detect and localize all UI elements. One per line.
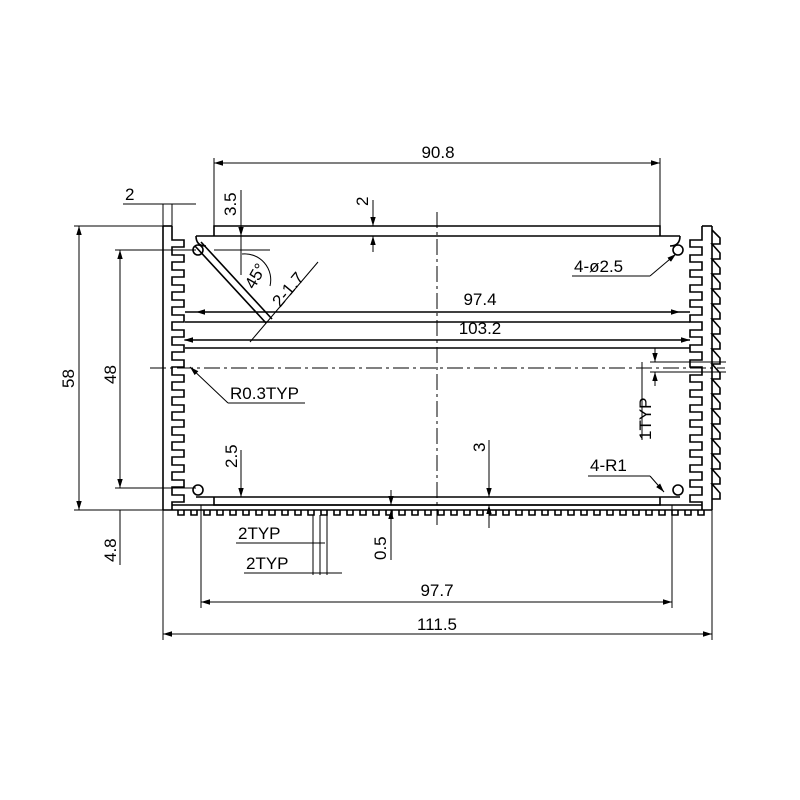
dim-inner-width: 103.2 [459, 319, 502, 338]
dim-top-wall: 2 [353, 197, 372, 206]
dim-fillet: R0.3TYP [230, 384, 299, 403]
dim-fin-gap: 0.5 [371, 536, 390, 560]
hole-bottom-left-icon [192, 484, 204, 496]
dim-top-width: 90.8 [421, 143, 454, 162]
dim-pitch-b: 2TYP [246, 554, 289, 573]
dim-inner-height: 48 [101, 365, 120, 384]
dim-hole-spec: 4-ø2.5 [574, 257, 623, 276]
dim-outer-height: 58 [59, 369, 78, 388]
dimension-labels: 90.8 2 3.5 2 45° 2-1.7 4-ø2.5 97.4 103.2… [59, 143, 655, 634]
dim-top-slot-depth: 3.5 [221, 192, 240, 216]
dim-corner-radius: 4-R1 [590, 456, 627, 475]
hole-top-right-icon [672, 244, 684, 256]
dim-bottom-wall: 3 [470, 443, 489, 452]
dim-inner-slot-width: 97.4 [463, 290, 496, 309]
left-fin-teeth [171, 226, 185, 510]
mounting-holes [192, 244, 684, 496]
hole-bottom-right-icon [672, 484, 684, 496]
dim-groove: 2-1.7 [269, 269, 308, 311]
dim-pitch-a: 2TYP [238, 524, 281, 543]
dimension-lines [74, 158, 726, 640]
extrusion-profile [162, 225, 721, 516]
bottom-teeth [177, 510, 705, 516]
dim-bottom-slot-depth: 2.5 [222, 444, 241, 468]
dim-fin-thickness: 2 [125, 185, 134, 204]
dim-overall-width: 111.5 [417, 615, 457, 634]
right-outer-serrations [710, 229, 721, 500]
dim-bottom-width: 97.7 [420, 581, 453, 600]
dim-right-pitch: 1TYP [636, 397, 655, 440]
right-fin-teeth [689, 226, 703, 510]
dim-bottom-offset: 4.8 [101, 538, 120, 562]
